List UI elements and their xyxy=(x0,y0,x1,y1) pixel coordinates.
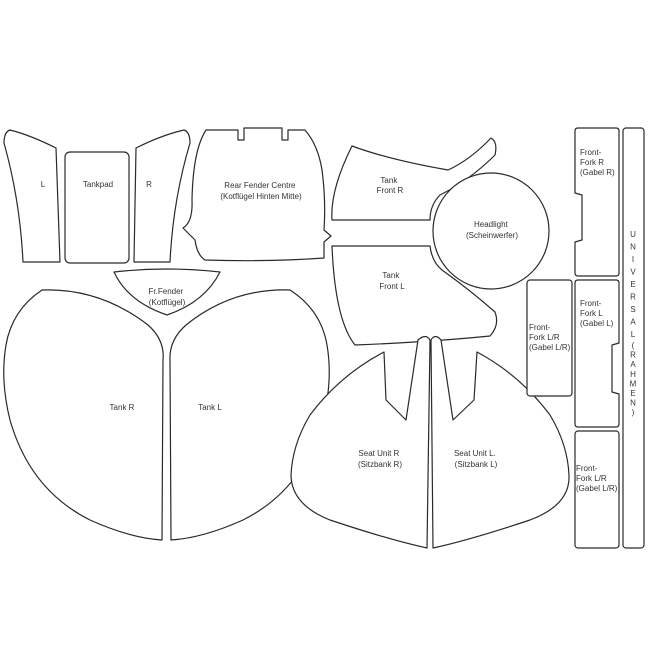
rear-fender-piece: Rear Fender Centre (Kotflügel Hinten Mit… xyxy=(182,127,332,262)
tankpad-center-label: Tankpad xyxy=(83,180,113,189)
front-fork-lr-bottom-piece: Front- Fork L/R (Gabel L/R) xyxy=(574,430,620,549)
tank-front-l-label: Tank Front L xyxy=(379,271,405,291)
seat-unit-r-piece: Seat Unit R (Sitzbank R) xyxy=(290,335,431,549)
tankpad-right-piece: R xyxy=(133,129,191,263)
tankpad-left-label: L xyxy=(41,180,46,189)
front-fork-r-label: Front- Fork R (Gabel R) xyxy=(580,148,615,177)
front-fender-piece: Fr.Fender (Kotflügel) xyxy=(113,268,221,316)
tank-r-label: Tank R xyxy=(110,403,135,412)
front-fork-lr-mid-piece: Front- Fork L/R (Gabel L/R) xyxy=(526,279,573,397)
seat-unit-l-piece: Seat Unit L. (Sitzbank L) xyxy=(430,335,570,549)
tank-l-label: Tank L xyxy=(198,403,222,412)
tankpad-left-piece: L xyxy=(3,129,61,263)
tankpad-center-piece: Tankpad xyxy=(64,151,130,264)
seat-unit-r-label: Seat Unit R (Sitzbank R) xyxy=(358,449,402,469)
tank-front-r-label: Tank Front R xyxy=(377,176,404,195)
front-fork-lr-mid-label: Front- Fork L/R (Gabel L/R) xyxy=(529,323,571,352)
front-fork-l-label: Front- Fork L (Gabel L) xyxy=(580,299,614,328)
front-fender-label: Fr.Fender (Kotflügel) xyxy=(149,287,186,307)
tank-l-piece: Tank L xyxy=(169,289,330,541)
tank-r-piece: Tank R xyxy=(3,289,164,541)
tank-front-l-piece: Tank Front L xyxy=(331,245,498,346)
tank-front-r-piece: Tank Front R xyxy=(331,137,497,221)
seat-unit-l-label: Seat Unit L. (Sitzbank L) xyxy=(454,449,498,469)
front-fork-lr-bottom-label: Front- Fork L/R (Gabel L/R) xyxy=(576,464,618,493)
front-fork-r-piece: Front- Fork R (Gabel R) xyxy=(574,127,620,277)
tankpad-right-label: R xyxy=(146,180,152,189)
front-fork-l-piece: Front- Fork L (Gabel L) xyxy=(574,279,620,428)
rear-fender-label: Rear Fender Centre (Kotflügel Hinten Mit… xyxy=(220,181,302,201)
headlight-label: Headlight (Scheinwerfer) xyxy=(466,220,518,240)
headlight-piece: Headlight (Scheinwerfer) xyxy=(432,172,550,290)
